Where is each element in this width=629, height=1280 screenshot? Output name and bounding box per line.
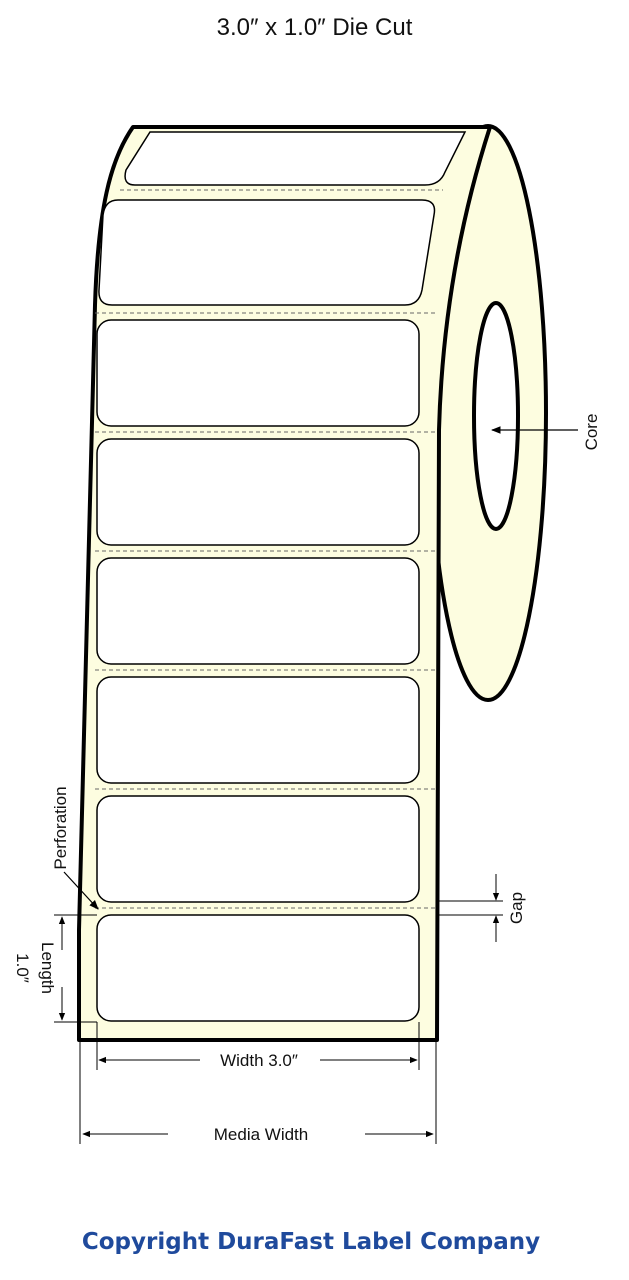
media-width-dimension [79, 1042, 437, 1144]
label-partial-top [124, 131, 467, 186]
label-curved [98, 199, 436, 306]
label [96, 676, 420, 784]
perforation-label: Perforation [51, 786, 70, 869]
label [96, 438, 420, 546]
label [96, 557, 420, 665]
width-label: Width 3.0″ [220, 1051, 298, 1070]
length-label: Length [38, 942, 57, 994]
length-dimension [54, 914, 97, 1023]
label [96, 914, 420, 1022]
core-label: Core [582, 414, 601, 451]
label [96, 795, 420, 903]
width-dimension [96, 1022, 420, 1070]
label [96, 319, 420, 427]
perforation-lines [95, 189, 443, 909]
diagram-title: 3.0″ x 1.0″ Die Cut [216, 14, 413, 41]
die-cut-labels [96, 131, 467, 1022]
roll-core [472, 301, 520, 531]
length-value: 1.0″ [13, 953, 32, 983]
gap-dimension [437, 874, 503, 942]
media-width-label: Media Width [214, 1125, 308, 1144]
copyright-footer: Copyright DuraFast Label Company [81, 1229, 541, 1255]
gap-label: Gap [507, 892, 526, 924]
perforation-arrow [63, 871, 99, 910]
